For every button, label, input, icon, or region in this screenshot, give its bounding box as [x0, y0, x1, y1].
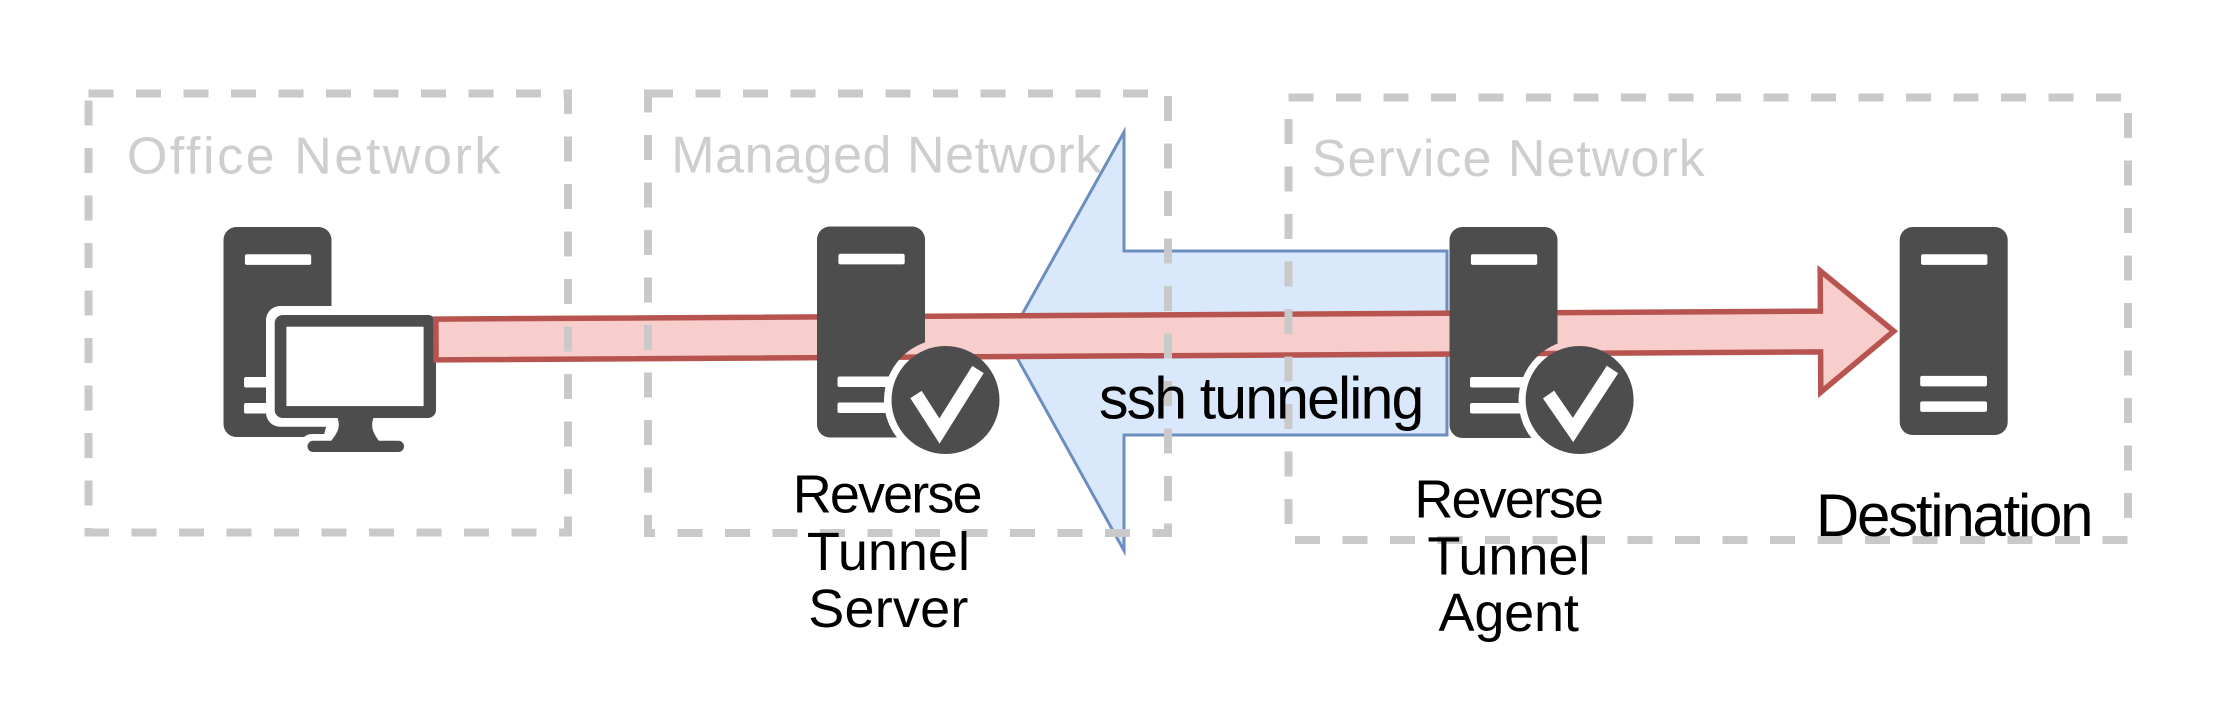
svg-text:Tunnel: Tunnel [1427, 527, 1590, 587]
svg-text:Tunnel: Tunnel [807, 522, 970, 582]
svg-text:Server: Server [808, 579, 968, 639]
svg-text:Agent: Agent [1439, 583, 1579, 643]
svg-text:Office Network: Office Network [127, 128, 503, 186]
svg-text:Reverse: Reverse [793, 465, 981, 525]
svg-text:Managed Network: Managed Network [671, 127, 1102, 185]
svg-text:Destination: Destination [1816, 482, 2091, 549]
svg-text:Service Network: Service Network [1312, 130, 1706, 188]
svg-text:Reverse: Reverse [1414, 469, 1602, 529]
svg-text:ssh tunneling: ssh tunneling [1099, 365, 1422, 431]
